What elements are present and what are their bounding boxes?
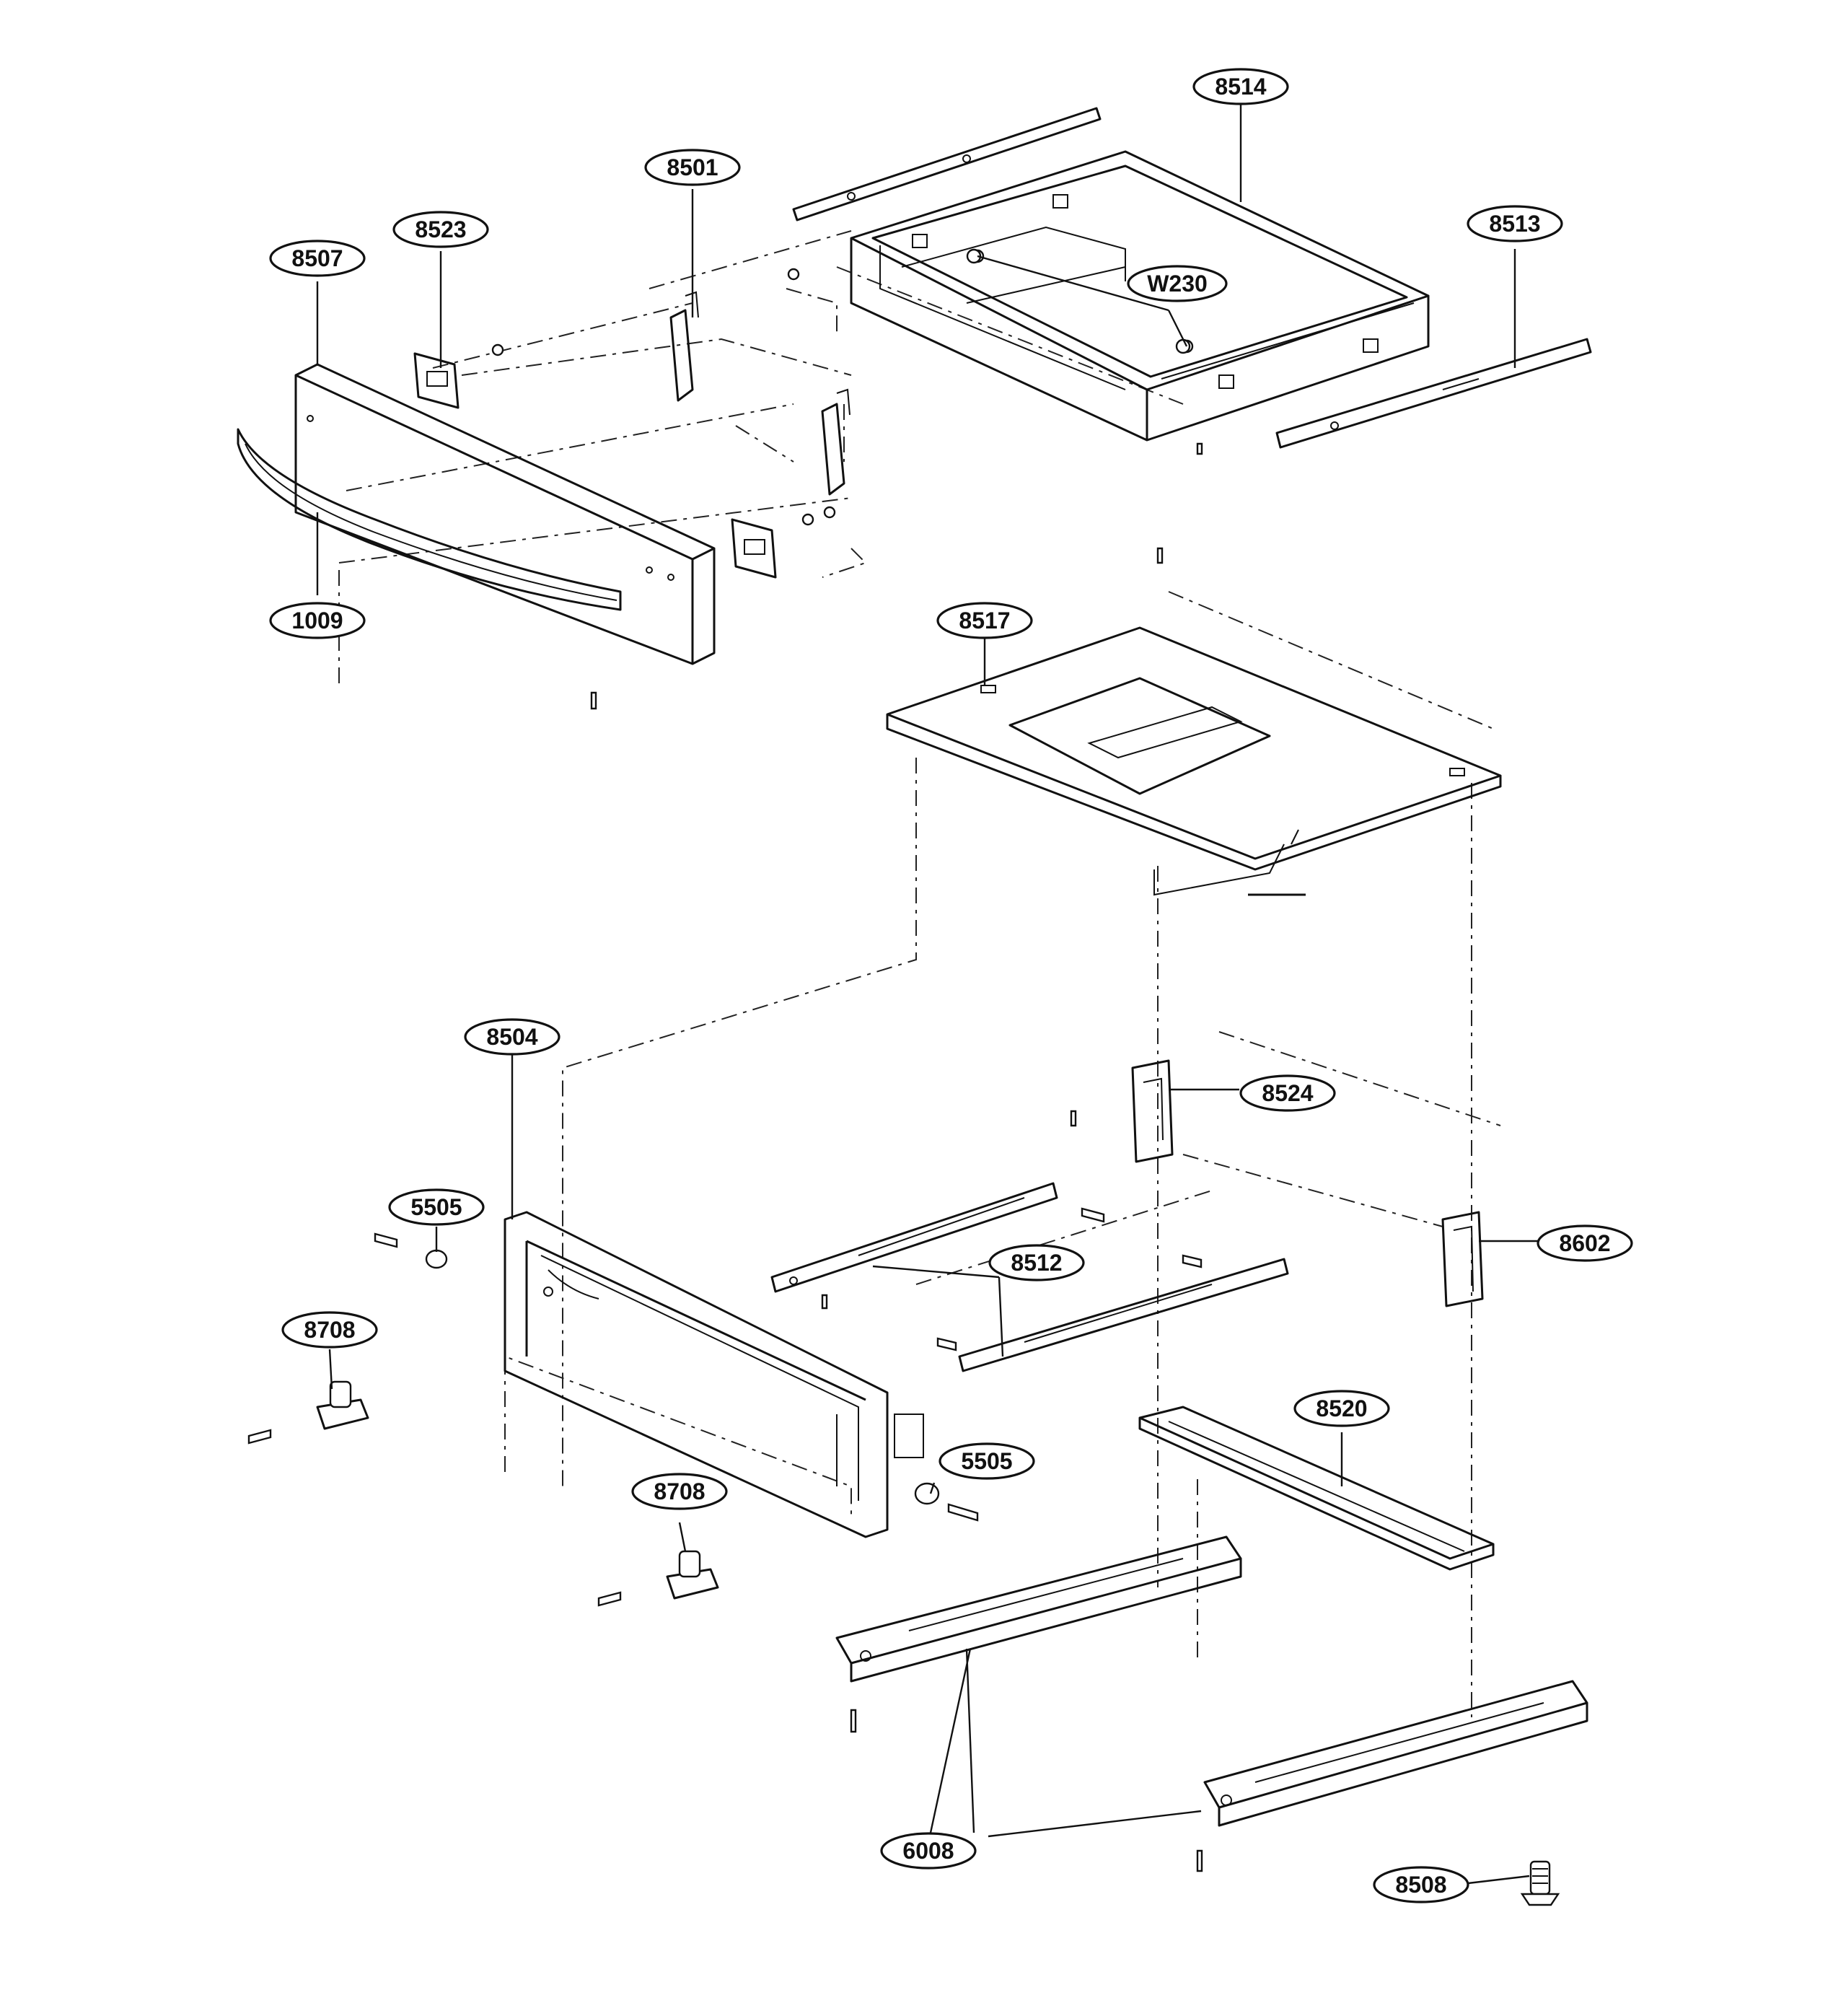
svg-text:8524: 8524 <box>1262 1080 1313 1106</box>
spacer-5505-right <box>914 1482 979 1522</box>
svg-text:5505: 5505 <box>961 1448 1012 1474</box>
svg-text:8520: 8520 <box>1316 1395 1367 1421</box>
drawer-hinge-bracket-right <box>821 388 850 496</box>
drawer-handle <box>237 428 622 611</box>
handle-bracket-lower <box>731 506 836 579</box>
callout-6008: 6008 <box>880 1832 977 1870</box>
callout-8514: 8514 <box>1192 68 1289 105</box>
svg-text:8504: 8504 <box>486 1024 537 1050</box>
side-bracket-8524 <box>1070 1059 1174 1163</box>
front-frame <box>504 1211 924 1538</box>
drawer-slide-rail-right <box>1275 338 1592 449</box>
svg-text:8517: 8517 <box>959 608 1010 634</box>
leveling-leg-left <box>247 1380 369 1445</box>
svg-text:8513: 8513 <box>1489 211 1540 237</box>
drawer-slide-rail-left <box>792 107 1102 222</box>
callout-8602: 8602 <box>1537 1224 1633 1262</box>
base-plate <box>886 626 1502 896</box>
callout-5505-left: 5505 <box>388 1188 485 1226</box>
bottom-rail-rear <box>1196 1680 1588 1872</box>
callout-8501: 8501 <box>644 149 741 186</box>
callout-8513: 8513 <box>1467 205 1563 242</box>
drawer-hinge-bracket-left <box>669 268 800 402</box>
callout-1009: 1009 <box>269 602 366 639</box>
svg-text:W230: W230 <box>1147 271 1208 297</box>
svg-text:8501: 8501 <box>667 154 718 180</box>
leveling-foot <box>1520 1860 1560 1906</box>
svg-text:8508: 8508 <box>1395 1872 1446 1898</box>
svg-text:1009: 1009 <box>291 608 343 634</box>
callout-8507: 8507 <box>269 240 366 277</box>
bottom-rail-front <box>835 1535 1242 1733</box>
callout-8524: 8524 <box>1239 1074 1336 1112</box>
spacer-5505-left <box>374 1232 448 1269</box>
cross-support <box>1138 1406 1495 1571</box>
inner-rail-lower <box>936 1254 1289 1372</box>
drawer-front-panel <box>294 363 716 665</box>
svg-text:8708: 8708 <box>654 1478 705 1504</box>
callout-8508: 8508 <box>1373 1866 1469 1903</box>
callout-8523: 8523 <box>392 211 489 248</box>
callout-8708-left: 8708 <box>281 1311 378 1349</box>
svg-text:8602: 8602 <box>1559 1230 1610 1256</box>
callout-8512: 8512 <box>988 1244 1085 1281</box>
svg-text:8514: 8514 <box>1215 74 1266 100</box>
svg-text:8523: 8523 <box>415 216 466 242</box>
screw-set-top <box>590 442 1203 710</box>
svg-text:8507: 8507 <box>291 245 343 271</box>
callout-8517: 8517 <box>936 602 1033 639</box>
svg-text:8512: 8512 <box>1011 1250 1062 1276</box>
leader-lines <box>316 101 1538 1885</box>
callout-8520: 8520 <box>1293 1390 1390 1427</box>
inner-rail-upper <box>770 1182 1105 1310</box>
svg-text:8708: 8708 <box>304 1317 355 1343</box>
callout-8504: 8504 <box>464 1018 561 1056</box>
svg-text:6008: 6008 <box>902 1838 954 1864</box>
leveling-leg-right <box>597 1550 719 1607</box>
callout-w230: W230 <box>1127 265 1228 302</box>
svg-text:5505: 5505 <box>410 1194 462 1220</box>
side-bracket-8602 <box>1441 1211 1484 1307</box>
callout-8708-right: 8708 <box>631 1473 728 1510</box>
dashed-alignment-lines-top <box>338 230 1184 685</box>
callout-5505-right: 5505 <box>939 1442 1035 1480</box>
